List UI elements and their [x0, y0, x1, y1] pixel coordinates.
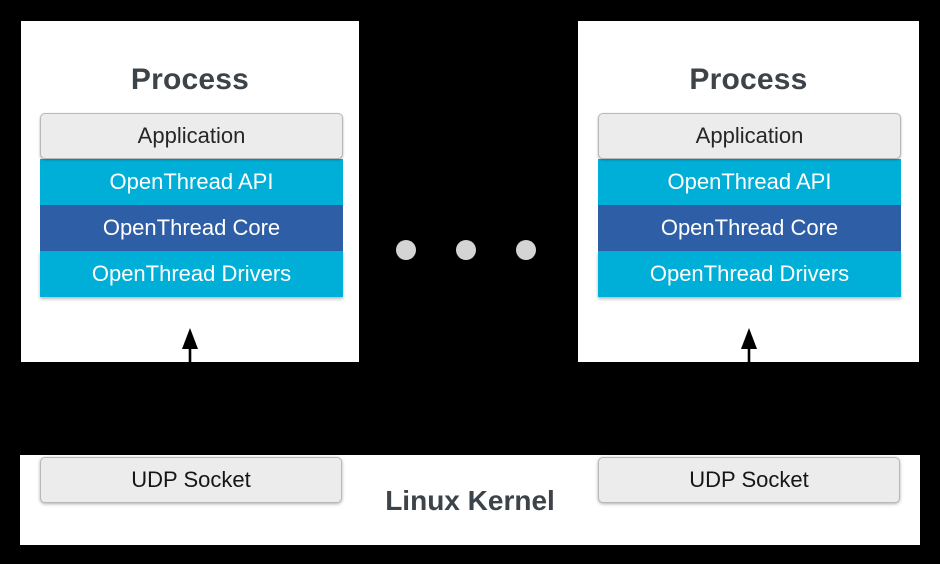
ellipsis-more-processes — [396, 240, 544, 260]
layer-application: Application — [40, 113, 343, 159]
layer-openthread-api: OpenThread API — [40, 159, 343, 205]
process-title: Process — [689, 63, 808, 96]
layer-application: Application — [598, 113, 901, 159]
uplink-arrow-right — [740, 328, 757, 383]
ellipsis-dot — [396, 240, 416, 260]
layer-openthread-drivers: OpenThread Drivers — [598, 251, 901, 297]
layer-openthread-api: OpenThread API — [598, 159, 901, 205]
udp-socket-left: UDP Socket — [40, 457, 342, 503]
openthread-stack-right: Application OpenThread API OpenThread Co… — [598, 113, 901, 297]
uplink-arrow-left — [182, 328, 198, 383]
process-title: Process — [130, 63, 250, 96]
layer-openthread-drivers: OpenThread Drivers — [40, 251, 343, 297]
layer-openthread-core: OpenThread Core — [40, 205, 343, 251]
udp-socket-right: UDP Socket — [598, 457, 900, 503]
ellipsis-dot — [516, 240, 536, 260]
ellipsis-dot — [456, 240, 476, 260]
linux-kernel-panel: UDP Socket Linux Kernel UDP Socket — [20, 455, 920, 545]
process-panel-left: Process Application OpenThread API OpenT… — [21, 21, 359, 383]
linux-kernel-label: Linux Kernel — [385, 485, 555, 516]
openthread-stack-left: Application OpenThread API OpenThread Co… — [40, 113, 343, 297]
layer-openthread-core: OpenThread Core — [598, 205, 901, 251]
process-panel-right: Process Application OpenThread API OpenT… — [578, 21, 919, 383]
